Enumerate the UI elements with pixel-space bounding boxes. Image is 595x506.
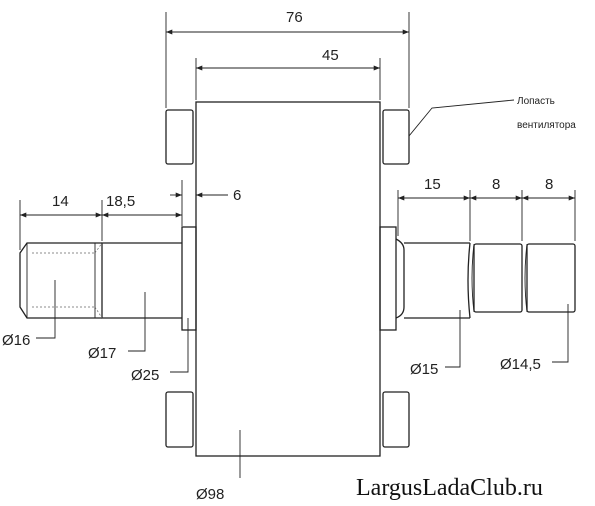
fan-blade-bottom-left: [165, 391, 194, 448]
fan-blade-top-left: [165, 109, 194, 165]
dimension-lines: [20, 29, 575, 218]
watermark: LargusLadaClub.ru: [356, 475, 543, 501]
dia-collar: Ø25: [131, 367, 159, 384]
right-hub: [379, 226, 397, 331]
step-2: [526, 243, 576, 313]
dia-end-step: Ø14,5: [500, 356, 541, 373]
fan-blade-top-right: [382, 109, 410, 165]
dim-bearing-seat-length: 15: [424, 176, 441, 193]
bearing-seat: [395, 238, 405, 319]
dim-step-2-length: 8: [545, 176, 553, 193]
fan-blade-label-line1: Лопасть: [517, 96, 555, 107]
dim-thread-length: 14: [52, 193, 69, 210]
dim-rotor-length: 45: [322, 47, 339, 64]
extension-lines: [19, 12, 576, 250]
shank: [101, 242, 182, 319]
dim-step-1-length: 8: [492, 176, 500, 193]
dim-shank-length: 18,5: [106, 193, 135, 210]
fan-blade-bottom-right: [382, 391, 410, 448]
dim-overall-length: 76: [286, 9, 303, 26]
fan-blade-label-line2: вентилятора: [517, 120, 576, 131]
collar: [181, 226, 197, 331]
dim-collar-width: 6: [233, 187, 241, 204]
dia-shank: Ø17: [88, 345, 116, 362]
part-outline: [19, 101, 576, 457]
rotor-body: [195, 101, 381, 457]
thread: [19, 242, 102, 319]
dia-rotor: Ø98: [196, 486, 224, 503]
leader-lines: [36, 99, 569, 478]
dia-bearing-seat: Ø15: [410, 361, 438, 378]
step-1: [473, 243, 523, 313]
dia-thread: Ø16: [2, 332, 30, 349]
